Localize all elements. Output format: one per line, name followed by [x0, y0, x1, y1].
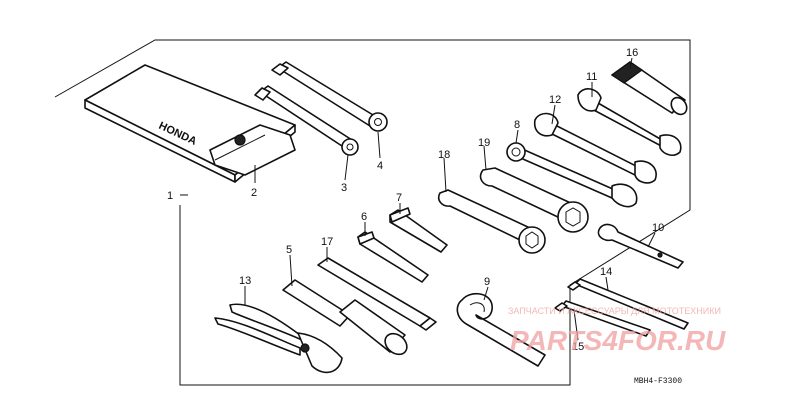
- part-number-9: 9: [484, 276, 490, 288]
- part-number-4: 4: [377, 160, 383, 172]
- part-number-10: 10: [652, 222, 664, 234]
- drawing-code: MBH4-F3300: [634, 377, 682, 386]
- watermark-tagline: ЗАПЧАСТИ И АКСЕССУАРЫ ДЛЯ МОТОТЕХНИКИ: [508, 306, 721, 316]
- part-number-16: 16: [626, 47, 638, 59]
- part-number-18: 18: [438, 149, 450, 161]
- open-end-wrench-small: [577, 88, 682, 157]
- extension-bar: [254, 85, 359, 156]
- part-number-13: 13: [239, 275, 251, 287]
- screwdriver-handle: [610, 61, 688, 116]
- spark-plug-wrench: [282, 279, 408, 356]
- box-wrench-long: [437, 189, 546, 254]
- part-number-labels: 1 2 3 4 5 6 7 8 9 10 11 12 13 14 15 16 1…: [167, 47, 664, 353]
- bag-strap: [209, 124, 296, 176]
- part-number-15: 15: [572, 341, 584, 353]
- pliers: [214, 303, 343, 374]
- combination-wrench: [506, 142, 638, 208]
- part-number-3: 3: [341, 182, 347, 194]
- part-number-5: 5: [286, 244, 292, 256]
- screwdriver-flat: [317, 257, 437, 331]
- socket-bar: [271, 61, 388, 132]
- part-number-14: 14: [600, 266, 612, 278]
- part-number-11: 11: [586, 71, 597, 83]
- part-number-19: 19: [478, 137, 490, 149]
- part-number-6: 6: [361, 211, 367, 223]
- open-end-wrench-medium: [533, 112, 657, 184]
- hex-key-small: [357, 231, 429, 283]
- hex-key-large: [389, 207, 448, 253]
- box-wrench-large: [479, 167, 589, 233]
- watermark: ЗАПЧАСТИ И АКСЕССУАРЫ ДЛЯ МОТОТЕХНИКИ PA…: [508, 306, 726, 356]
- part-number-7: 7: [396, 192, 402, 204]
- part-number-12: 12: [549, 94, 561, 106]
- part-number-2: 2: [251, 187, 257, 199]
- pin-spanner: [597, 223, 684, 269]
- watermark-logo: PARTS4FOR.RU: [510, 325, 726, 356]
- part-number-8: 8: [514, 119, 520, 131]
- part-number-17: 17: [321, 236, 333, 248]
- part-number-1: 1: [167, 190, 173, 202]
- screwdriver-shaft-phillips: [554, 300, 651, 337]
- leader-lines: [180, 57, 656, 341]
- hook-wrench: [456, 292, 546, 367]
- screwdriver-shaft: [567, 278, 689, 330]
